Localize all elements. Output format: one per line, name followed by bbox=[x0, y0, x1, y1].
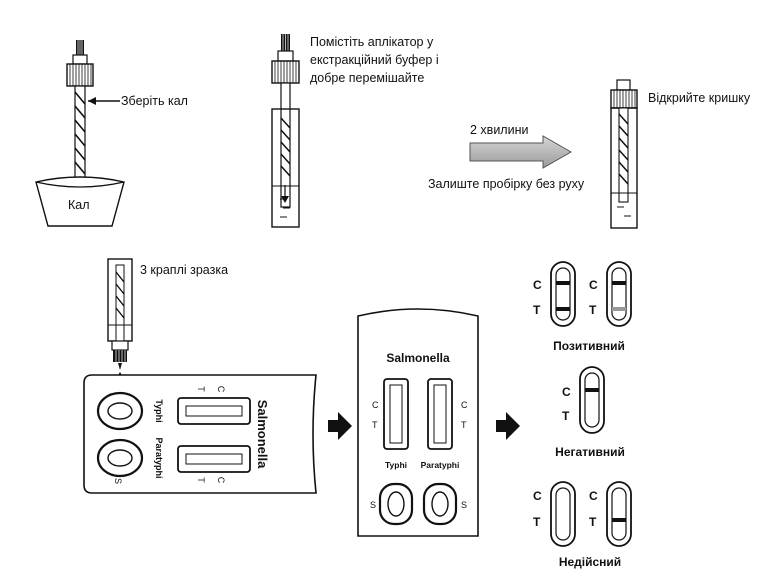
step2-mix: Помістіть аплікатор у екстракційний буфе… bbox=[271, 34, 439, 228]
cassette-horizontal bbox=[83, 374, 317, 494]
v-letter-t-left: T bbox=[372, 420, 378, 430]
letter-s-rotated: S bbox=[113, 478, 123, 484]
channel-paratyphi-rotated: Paratyphi bbox=[154, 437, 164, 478]
next-arrow-1 bbox=[328, 412, 352, 440]
extraction-tube bbox=[271, 108, 300, 228]
process-arrow bbox=[469, 135, 573, 169]
three-drops-label: 3 краплі зразка bbox=[140, 263, 228, 277]
cassette-brand-rotated: Salmonella bbox=[255, 400, 270, 469]
insert-buffer-line-1: Помістіть аплікатор у bbox=[310, 35, 434, 49]
pointer-arrow bbox=[88, 97, 120, 105]
inv-t-2: T bbox=[589, 515, 597, 529]
insert-buffer-line-3: добре перемішайте bbox=[310, 71, 424, 85]
channel-typhi-rotated: Typhi bbox=[154, 399, 164, 422]
step3-wait: 2 хвилини Залиште пробірку без руху bbox=[428, 123, 585, 191]
wait-instruction-label: Залиште пробірку без руху bbox=[428, 177, 585, 191]
letter-t-upper: T bbox=[196, 386, 206, 392]
letter-t-lower: T bbox=[196, 477, 206, 483]
v-letter-c-right: C bbox=[461, 400, 468, 410]
v-channel-paratyphi: Paratyphi bbox=[421, 460, 460, 470]
result-positive: C T C T Позитивний bbox=[533, 261, 632, 353]
wait-time-label: 2 хвилини bbox=[470, 123, 528, 137]
pos-c-2: C bbox=[589, 278, 598, 292]
applicator-in-tube bbox=[271, 34, 300, 208]
invalid-label: Недійсний bbox=[559, 555, 621, 569]
pos-t-2: T bbox=[589, 303, 597, 317]
v-letter-s-right: S bbox=[461, 500, 467, 510]
cassette-vertical: Salmonella C T C T Typhi Paratyphi S S bbox=[357, 308, 479, 537]
inv-c-1: C bbox=[533, 489, 542, 503]
results-panel: C T C T Позитивний C T Негативний C T C … bbox=[533, 261, 632, 569]
inverted-tube bbox=[107, 258, 133, 392]
v-letter-s-left: S bbox=[370, 500, 376, 510]
letter-c-upper: C bbox=[216, 386, 226, 393]
result-negative: C T Негативний bbox=[555, 366, 625, 459]
inv-t-1: T bbox=[533, 515, 541, 529]
collect-stool-label: Зберіть кал bbox=[121, 94, 188, 108]
next-arrow-2 bbox=[496, 412, 520, 440]
applicator-stick bbox=[66, 40, 94, 185]
v-letter-c-left: C bbox=[372, 400, 379, 410]
step1-collect: Зберіть кал Кал bbox=[35, 40, 188, 227]
neg-c: C bbox=[562, 385, 571, 399]
stool-container bbox=[35, 176, 125, 227]
step4-open: Відкрийте кришку bbox=[610, 79, 751, 229]
pos-t-1: T bbox=[533, 303, 541, 317]
inv-c-2: C bbox=[589, 489, 598, 503]
step5-add-sample: 3 краплі зразка Salmonella Typhi Paratyp… bbox=[83, 258, 317, 494]
v-letter-t-right: T bbox=[461, 420, 467, 430]
negative-label: Негативний bbox=[555, 445, 625, 459]
tube-with-cap bbox=[610, 79, 638, 229]
open-cap-label: Відкрийте кришку bbox=[648, 91, 751, 105]
v-channel-typhi: Typhi bbox=[385, 460, 407, 470]
stool-label: Кал bbox=[68, 198, 90, 212]
result-invalid: C T C T Недійсний bbox=[533, 481, 632, 569]
neg-t: T bbox=[562, 409, 570, 423]
insert-buffer-line-2: екстракційний буфер і bbox=[310, 53, 439, 67]
pos-c-1: C bbox=[533, 278, 542, 292]
positive-label: Позитивний bbox=[553, 339, 625, 353]
cassette-brand: Salmonella bbox=[386, 351, 450, 365]
letter-c-lower: C bbox=[216, 477, 226, 484]
